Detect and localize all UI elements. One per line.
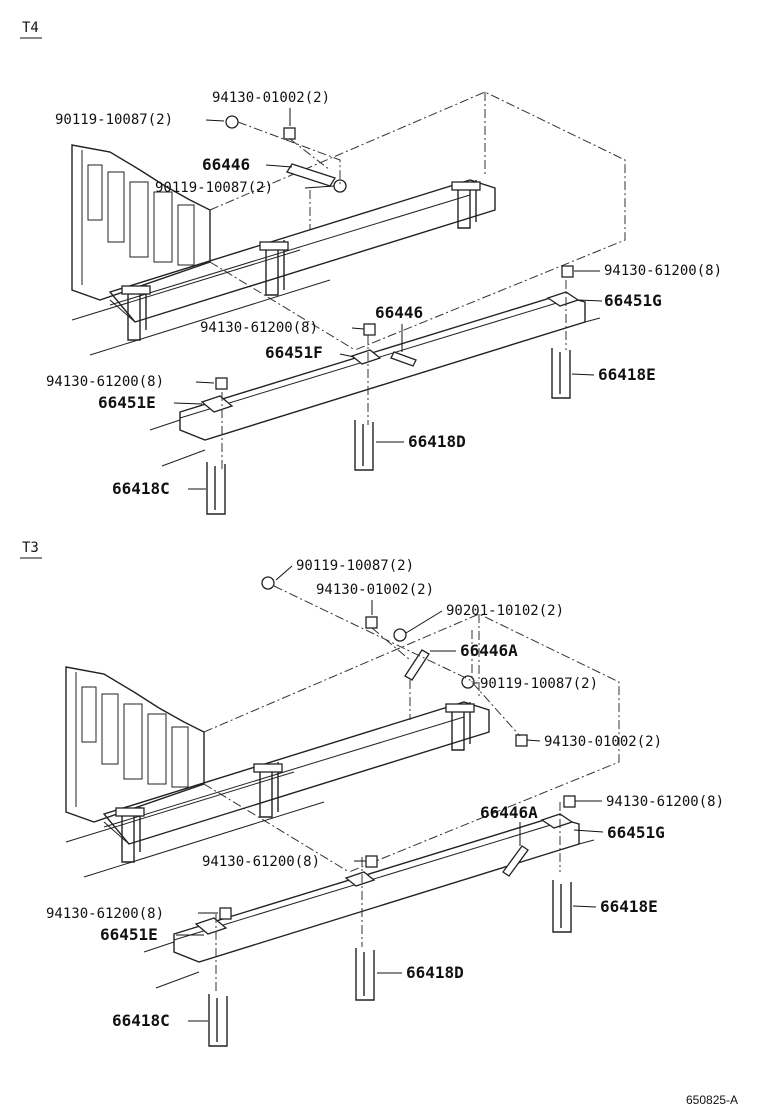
diagram-code: 650825-A [686,1093,738,1107]
label-t4-ubolt-c: 66418C [112,479,170,498]
t3-lower-hardware [208,795,576,1047]
label-t3-ubolt-c: 66418C [112,1011,170,1030]
label-t3-nut-e: 94130-61200(8) [46,906,164,922]
label-t3-washer: 90201-10102(2) [446,603,564,619]
label-t3-bolt-a: 90119-10087(2) [296,558,414,574]
label-t3-brace-a: 66446A [460,641,518,660]
section-label-t4: T4 [22,20,39,36]
label-t4-ubolt-e: 66418E [598,365,656,384]
label-t3-ubolt-d: 66418D [406,963,464,982]
label-t4-brace-lower: 66446 [375,303,423,322]
label-t4-clamp-g: 66451G [604,291,662,310]
label-t3-ubolt-e: 66418E [600,897,658,916]
label-t4-bolt-a: 90119-10087(2) [55,112,173,128]
label-t4-nut-a: 94130-01002(2) [212,90,330,106]
label-t4-clamp-e: 66451E [98,393,156,412]
label-t3-nut-f: 94130-61200(8) [202,854,320,870]
label-t3-clamp-g: 66451G [607,823,665,842]
truck-bed-assembly-t4 [71,91,626,471]
section-label-t3: T3 [22,540,39,556]
label-t4-brace: 66446 [202,155,250,174]
label-t3-brace-lower: 66446A [480,803,538,822]
label-t4-nut-e: 94130-61200(8) [46,374,164,390]
label-t4-ubolt-d: 66418D [408,432,466,451]
label-t4-clamp-f: 66451F [265,343,323,362]
label-t3-bolt-b: 90119-10087(2) [480,676,598,692]
label-t3-nut-b: 94130-01002(2) [544,734,662,750]
label-t3-nut-g: 94130-61200(8) [606,794,724,810]
t4-lower-hardware [206,265,574,515]
label-t4-nut-f: 94130-61200(8) [200,320,318,336]
label-t4-nut-g: 94130-61200(8) [604,263,722,279]
label-t3-nut-a: 94130-01002(2) [316,582,434,598]
label-t3-clamp-e: 66451E [100,925,158,944]
label-t4-bolt-b: 90119-10087(2) [155,180,273,196]
